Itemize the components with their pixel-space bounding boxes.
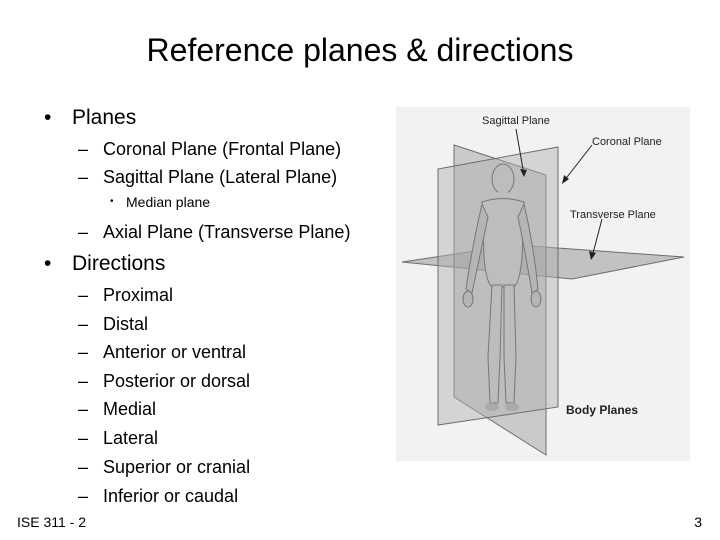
dash: – xyxy=(78,167,89,187)
coronal-arrow xyxy=(563,144,593,182)
dash: – xyxy=(78,285,89,305)
dash: – xyxy=(78,486,89,506)
sagittal-arrow xyxy=(515,128,525,176)
direction-item: Medial xyxy=(103,399,157,419)
figure-caption: Body Planes xyxy=(566,403,638,417)
coronal-plane-label: Coronal Plane xyxy=(592,136,662,148)
bullet: • xyxy=(44,106,52,129)
direction-item: Anterior or ventral xyxy=(103,342,247,362)
transverse-arrow xyxy=(591,218,603,258)
directions-heading: Directions xyxy=(72,252,166,275)
sub-bullet: • xyxy=(110,196,114,207)
body-planes-illustration: Sagittal Plane Coronal Plane Transverse … xyxy=(401,115,685,456)
plane-item-coronal: Coronal Plane (Frontal Plane) xyxy=(103,139,342,159)
footer-course-code: ISE 311 - 2 xyxy=(17,514,87,530)
page-number: 3 xyxy=(694,514,702,530)
dash: – xyxy=(78,428,89,448)
sagittal-plane-label: Sagittal Plane xyxy=(482,115,550,127)
human-figure xyxy=(462,163,542,411)
dash: – xyxy=(78,314,89,334)
direction-item: Lateral xyxy=(103,428,159,448)
bullet: • xyxy=(44,252,52,275)
body-planes-figure: Sagittal Plane Coronal Plane Transverse … xyxy=(396,107,690,461)
direction-item: Superior or cranial xyxy=(103,457,251,477)
dash: – xyxy=(78,222,89,242)
direction-item: Distal xyxy=(103,314,149,334)
slide-title: Reference planes & directions xyxy=(146,32,574,68)
dash: – xyxy=(78,342,89,362)
planes-heading: Planes xyxy=(72,106,137,129)
direction-item: Posterior or dorsal xyxy=(103,371,251,391)
dash: – xyxy=(78,139,89,159)
plane-item-sagittal: Sagittal Plane (Lateral Plane) xyxy=(103,167,338,187)
plane-subitem-median: Median plane xyxy=(126,194,211,210)
dash: – xyxy=(78,399,89,419)
dash: – xyxy=(78,371,89,391)
transverse-plane-label: Transverse Plane xyxy=(570,209,656,221)
direction-item: Inferior or caudal xyxy=(103,486,239,506)
plane-item-axial: Axial Plane (Transverse Plane) xyxy=(103,222,351,242)
direction-item: Proximal xyxy=(103,285,174,305)
dash: – xyxy=(78,457,89,477)
